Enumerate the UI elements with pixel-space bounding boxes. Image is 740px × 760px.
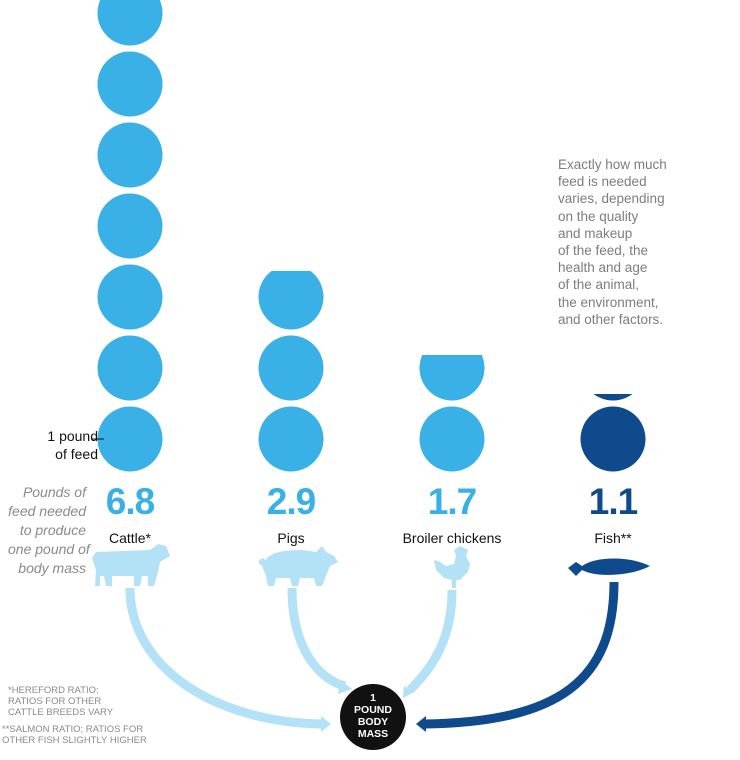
arrow-fish — [423, 581, 619, 729]
category-label-cattle: Cattle* — [108, 530, 152, 546]
fish-icon — [568, 558, 650, 576]
arrowhead-chickens — [403, 686, 414, 698]
feed-dot-chickens — [419, 406, 485, 472]
note-line: the environment, — [558, 294, 659, 310]
note-line: on the quality — [558, 208, 639, 224]
note-line: and other factors. — [558, 311, 664, 327]
arrowhead-fish — [416, 716, 426, 732]
measure-line: Pounds of — [22, 484, 86, 500]
category-label-fish: Fish** — [594, 530, 632, 546]
body-mass-line: POUND — [354, 704, 392, 716]
measure-line: one pound of — [8, 541, 90, 557]
feed-dot-pigs — [258, 335, 324, 401]
note-line: varies, depending — [558, 191, 665, 207]
body-mass-line: MASS — [357, 728, 389, 740]
measure-line: body mass — [18, 560, 86, 576]
feed-dot-cattle — [97, 264, 163, 330]
measure-line: to produce — [19, 522, 86, 538]
measure-line: feed needed — [8, 503, 86, 519]
chicken-icon — [434, 546, 470, 588]
arrowhead-cattle — [321, 716, 331, 732]
body-mass-circle — [340, 684, 406, 750]
feed-dots — [97, 0, 646, 472]
note-line: Exactly how much — [558, 157, 667, 172]
feed-dot-cattle — [97, 406, 163, 472]
footnote-line: RATIOS FOR OTHER — [8, 696, 102, 707]
body-mass-label: 1 POUND BODY MASS — [342, 692, 404, 740]
note-line: of the animal, — [558, 277, 640, 293]
feed-dot-partial-cattle — [97, 0, 163, 46]
measure-description: Pounds of feed needed to produce one pou… — [8, 483, 90, 578]
feed-dot-cattle — [97, 51, 163, 117]
unit-label: 1 pound of feed — [22, 427, 98, 463]
feed-dot-partial-pigs — [258, 271, 324, 330]
pig-icon — [258, 546, 338, 586]
body-mass-line: BODY — [357, 716, 389, 728]
feed-dot-pigs — [258, 406, 324, 472]
note-line: of the feed, the — [558, 243, 649, 259]
flow-arrows — [125, 581, 619, 732]
body-mass-line: 1 — [370, 692, 376, 704]
feed-dot-partial-chickens — [419, 355, 485, 401]
footnote-line: *HEREFORD RATIO; — [8, 685, 99, 696]
note-line: and makeup — [558, 225, 633, 241]
feed-dot-cattle — [97, 335, 163, 401]
category-label-chickens: Broiler chickens — [402, 530, 502, 546]
explanatory-note: Exactly how much feed is needed varies, … — [558, 156, 733, 328]
value-label-fish: 1.1 — [588, 481, 638, 522]
value-label-chickens: 1.7 — [427, 481, 477, 522]
footnote-cattle: *HEREFORD RATIO; RATIOS FOR OTHER CATTLE… — [8, 685, 113, 718]
footnote-fish: **SALMON RATIO; RATIOS FOR OTHER FISH SL… — [2, 724, 147, 746]
arrow-pigs — [287, 587, 347, 691]
category-label-pigs: Pigs — [277, 530, 305, 546]
arrowhead-pigs — [338, 680, 352, 694]
feed-dot-cattle — [97, 122, 163, 188]
unit-label-line: 1 pound — [47, 428, 98, 444]
note-line: health and age — [558, 260, 648, 276]
feed-dot-fish — [580, 406, 646, 472]
animal-icons — [92, 544, 650, 588]
footnote-line: **SALMON RATIO; RATIOS FOR — [2, 724, 144, 735]
arrow-cattle — [125, 587, 323, 729]
cow-icon — [92, 544, 170, 586]
arrow-chickens — [406, 589, 457, 694]
note-line: feed is needed — [558, 174, 647, 190]
value-label-pigs: 2.9 — [266, 481, 316, 522]
footnote-line: CATTLE BREEDS VARY — [8, 707, 114, 718]
feed-dot-cattle — [97, 193, 163, 259]
feed-dot-partial-fish — [593, 394, 633, 401]
footnote-line: OTHER FISH SLIGHTLY HIGHER — [2, 735, 147, 746]
unit-label-line: of feed — [55, 446, 98, 462]
value-label-cattle: 6.8 — [105, 481, 155, 522]
